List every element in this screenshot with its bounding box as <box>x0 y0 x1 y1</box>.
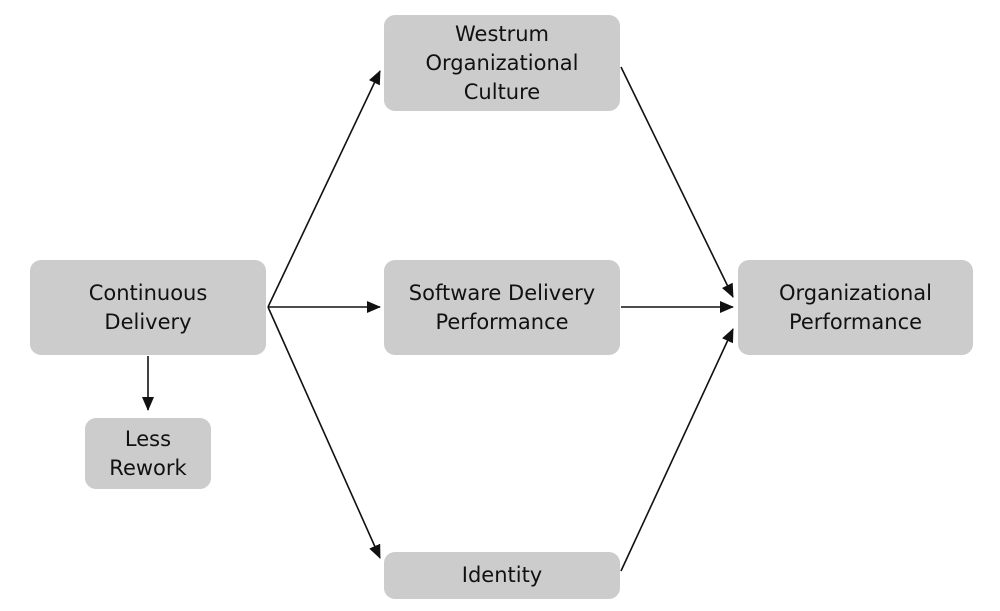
node-organizational-performance: Organizational Performance <box>738 260 973 355</box>
edge-identity-to-organizational-performance <box>620 328 734 572</box>
edge-continuous-delivery-to-westrum-culture <box>267 70 381 308</box>
edge-westrum-culture-to-organizational-performance <box>620 66 734 298</box>
node-westrum-organizational-culture: Westrum Organizational Culture <box>384 15 620 111</box>
node-identity: Identity <box>384 552 620 599</box>
node-continuous-delivery: Continuous Delivery <box>30 260 266 355</box>
edge-continuous-delivery-to-identity <box>267 306 381 559</box>
node-less-rework: Less Rework <box>85 418 211 489</box>
node-software-delivery-performance: Software Delivery Performance <box>384 260 620 355</box>
